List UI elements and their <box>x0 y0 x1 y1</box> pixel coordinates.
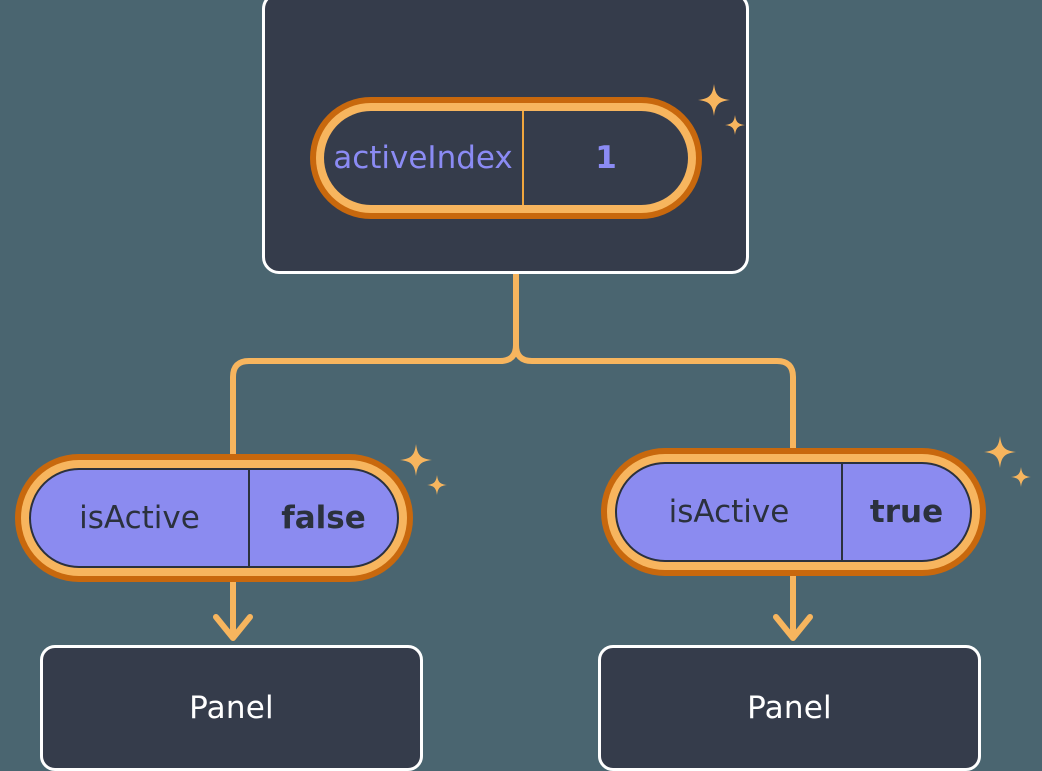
panel-left-node[interactable]: Panel <box>40 645 423 771</box>
arrow-down-icon-right <box>773 575 813 641</box>
panel-left-title: Panel <box>189 690 274 726</box>
state-key-label: isActive <box>617 464 843 560</box>
state-value-label: true <box>869 494 944 530</box>
branch-connector-path <box>230 271 519 458</box>
pill-band: isActive true <box>607 454 980 570</box>
panel-right-title: Panel <box>747 690 832 726</box>
four-point-star-icon <box>984 436 1016 468</box>
four-point-star-icon <box>400 444 432 476</box>
pill-inner: activeIndex 1 <box>324 111 688 205</box>
state-pill-isactive-true[interactable]: isActive true <box>601 448 986 576</box>
panel-right-node[interactable]: Panel <box>598 645 981 771</box>
state-key-label: activeIndex <box>324 111 524 205</box>
pill-inner: isActive true <box>615 462 972 562</box>
arrow-down-icon-left <box>213 581 253 641</box>
branch-connector-path-right <box>513 342 796 453</box>
four-point-star-small-icon <box>1011 467 1031 487</box>
state-pill-activeindex[interactable]: activeIndex 1 <box>310 97 702 219</box>
pill-band: activeIndex 1 <box>316 103 696 213</box>
four-point-star-small-icon <box>427 475 447 495</box>
state-pill-isactive-false[interactable]: isActive false <box>15 454 413 582</box>
state-value-label: false <box>281 500 366 536</box>
pill-band: isActive false <box>21 460 407 576</box>
pill-inner: isActive false <box>29 468 399 568</box>
sparkle-group-right-pill <box>978 436 1038 506</box>
state-value-label: 1 <box>595 140 617 176</box>
state-key-label: isActive <box>31 470 250 566</box>
